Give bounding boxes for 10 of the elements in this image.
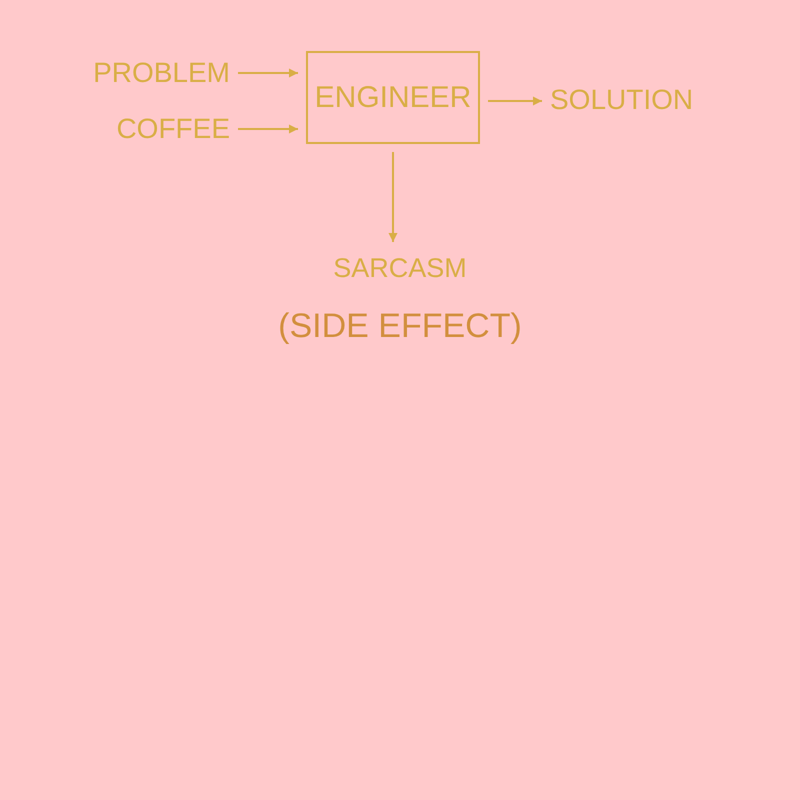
input-label: PROBLEM [95, 54, 230, 92]
arrow [488, 96, 542, 106]
output-label: SARCASM [320, 250, 480, 286]
process-box: ENGINEER [306, 51, 480, 144]
side-note: (SIDE EFFECT) [277, 306, 523, 347]
arrow [238, 68, 298, 78]
output-label: SOLUTION [550, 81, 695, 119]
arrow [238, 124, 298, 134]
arrow [388, 152, 398, 242]
input-label: COFFEE [95, 110, 230, 148]
